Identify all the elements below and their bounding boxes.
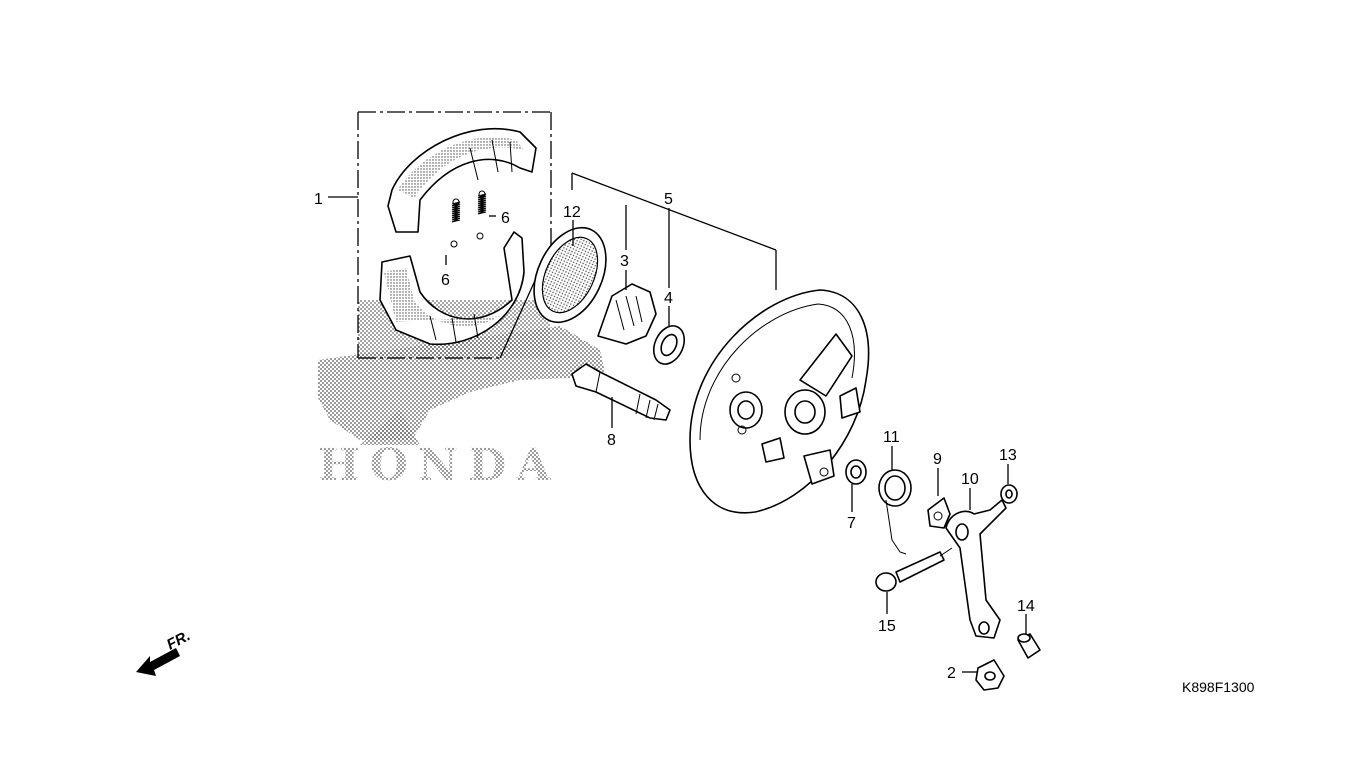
callout-2[interactable]: 2	[947, 665, 956, 682]
front-direction-arrow-icon	[136, 648, 180, 676]
leader-lines	[328, 172, 1027, 673]
brake-arm	[945, 499, 1007, 639]
callout-1[interactable]: 1	[314, 191, 323, 208]
brake-cam-shaft	[571, 363, 671, 421]
arm-bolt	[875, 547, 953, 592]
shoe-spring-right	[476, 190, 487, 240]
callout-12[interactable]: 12	[563, 204, 581, 221]
callout-7[interactable]: 7	[847, 515, 856, 532]
arm-nut	[1000, 484, 1018, 504]
joint-pin	[1017, 633, 1041, 659]
brake-shoe-upper	[387, 127, 537, 233]
callout-10[interactable]: 10	[961, 471, 979, 488]
callout-14[interactable]: 14	[1017, 598, 1035, 615]
washer	[652, 325, 686, 365]
callout-6-lower[interactable]: 6	[441, 272, 450, 289]
wear-indicator-plate	[597, 283, 657, 345]
front-direction-indicator: FR.	[136, 627, 193, 676]
callout-4[interactable]: 4	[664, 290, 673, 307]
honda-wordmark: HONDA	[318, 440, 560, 491]
adjusting-nut	[975, 659, 1005, 691]
callout-9[interactable]: 9	[933, 451, 942, 468]
callout-11[interactable]: 11	[883, 429, 900, 446]
wear-indicator	[927, 497, 951, 529]
callout-8[interactable]: 8	[607, 432, 616, 449]
diagram-code: K898F1300	[1182, 679, 1255, 695]
callout-6-upper[interactable]: 6	[501, 210, 510, 227]
dust-seal-ring	[533, 226, 607, 324]
callout-3[interactable]: 3	[620, 253, 629, 270]
brake-shoe-lower	[379, 231, 525, 346]
callout-15[interactable]: 15	[878, 618, 896, 635]
callout-5[interactable]: 5	[664, 191, 673, 208]
felt-seal	[845, 459, 867, 485]
callout-labels: 1 2 3 4 5 6 6 7 8 9 10 11 12 13 14 15	[314, 191, 1035, 682]
front-direction-label: FR.	[164, 627, 193, 653]
brake-panel	[689, 289, 870, 514]
shoe-spring-left	[450, 198, 461, 248]
return-spring	[878, 469, 912, 555]
callout-13[interactable]: 13	[999, 447, 1017, 464]
